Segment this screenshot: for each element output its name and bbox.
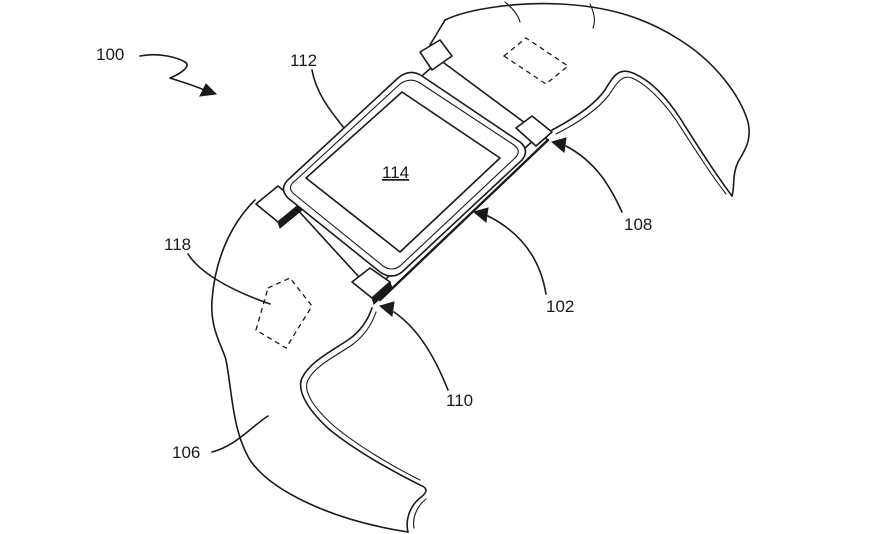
arrow-108 <box>550 137 567 153</box>
arrow-102 <box>472 207 489 223</box>
lower-component-dashed <box>255 277 313 349</box>
upper-strap-tick-2 <box>504 1 521 23</box>
label-114: 114 <box>382 163 409 182</box>
upper-component-dashed <box>502 37 570 85</box>
watch-housing <box>255 39 553 305</box>
reference-numerals: 100 112 114 118 108 102 110 106 <box>96 45 652 462</box>
upper-strap-tick <box>589 3 595 29</box>
lower-strap <box>211 199 427 533</box>
leader-112 <box>311 69 345 129</box>
top-right-tab <box>419 39 453 71</box>
leader-102 <box>487 215 547 295</box>
arrow-100 <box>199 83 218 97</box>
upper-strap-inner-edge-2 <box>555 76 727 195</box>
label-102: 102 <box>546 297 574 316</box>
leader-106 <box>211 415 269 453</box>
label-106: 106 <box>172 443 200 462</box>
label-118: 118 <box>164 235 191 254</box>
lower-strap-outline <box>211 199 409 533</box>
leader-100 <box>139 53 205 91</box>
upper-strap-inner-edge <box>551 70 733 197</box>
lower-strap-inner-edge <box>299 307 427 533</box>
leader-108 <box>565 145 623 213</box>
label-112: 112 <box>290 51 317 70</box>
bottom-left-tab-shade <box>371 281 393 305</box>
upper-strap-top-connection <box>429 19 446 46</box>
upper-strap-outline <box>444 2 750 197</box>
leader-lines <box>139 53 623 453</box>
display-screen <box>305 91 501 253</box>
label-100: 100 <box>96 45 124 64</box>
leader-110 <box>393 311 449 391</box>
face-bezel-inner <box>289 79 519 270</box>
upper-strap <box>429 1 750 197</box>
label-108: 108 <box>624 215 652 234</box>
label-110: 110 <box>446 391 473 410</box>
housing-lower-edge <box>378 138 550 302</box>
bottom-right-tab <box>515 115 553 147</box>
lower-strap-inner-edge-2 <box>306 311 427 529</box>
leader-118 <box>187 253 271 305</box>
arrow-110 <box>378 301 395 317</box>
